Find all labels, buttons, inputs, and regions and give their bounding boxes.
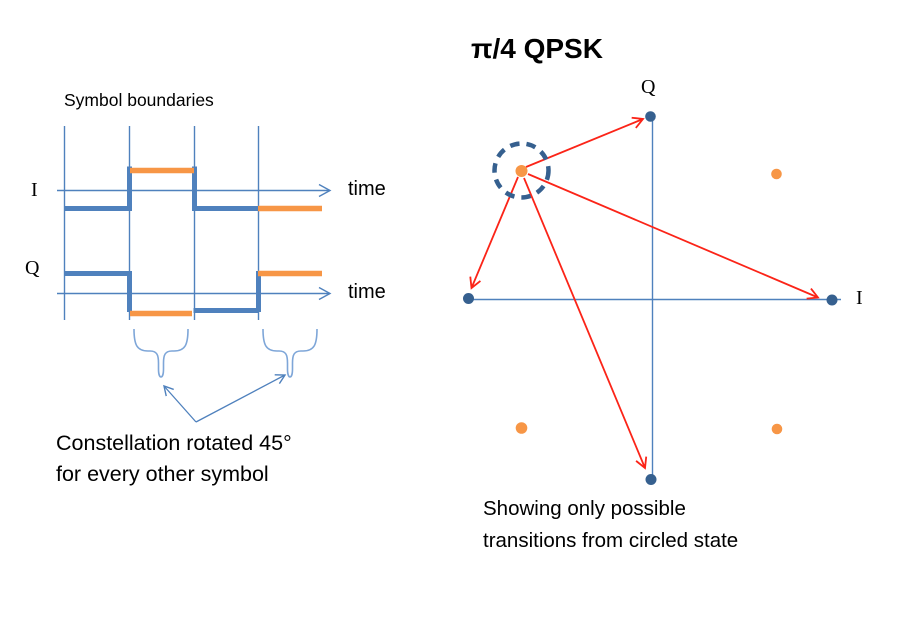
rotation-caption-line1: Constellation rotated 45° — [56, 431, 292, 455]
i-channel-label: I — [31, 179, 38, 201]
caption-arrow-right — [195, 374, 287, 423]
symbol-boundaries-heading: Symbol boundaries — [64, 90, 214, 110]
blue-point-bottom — [645, 474, 657, 485]
time-label-i: time — [348, 178, 386, 200]
time-label-q: time — [348, 281, 386, 303]
transitions-caption-line2: transitions from circled state — [483, 528, 739, 552]
i-waveform-blue — [64, 166, 259, 211]
orange-point-bottom-right — [771, 423, 783, 435]
caption-arrow-left — [163, 384, 197, 423]
orange-point-top-left — [515, 165, 528, 177]
constellation-diagram — [463, 111, 841, 485]
constellation-i-axis-label: I — [856, 287, 863, 309]
rotated-symbol-brace-right — [262, 328, 318, 378]
blue-point-right — [826, 294, 838, 306]
orange-point-bottom-left — [515, 422, 528, 434]
constellation-q-axis-label: Q — [641, 76, 656, 98]
timing-diagram — [57, 126, 332, 423]
blue-point-top — [645, 111, 656, 122]
q-channel-label: Q — [25, 257, 40, 279]
page-title: π/4 QPSK — [471, 33, 603, 64]
orange-point-top-right — [771, 168, 782, 180]
transitions-caption-line1: Showing only possible — [483, 497, 686, 520]
blue-point-left — [463, 293, 474, 304]
rotation-caption-line2: for every other symbol — [56, 462, 269, 486]
q-waveform-blue — [64, 271, 261, 313]
transition-arrow-to-bottom — [523, 177, 648, 470]
circled-state-marker — [492, 141, 551, 200]
transitions-caption: Showing only possible transitions from c… — [483, 493, 738, 556]
rotated-symbol-brace-left — [133, 328, 189, 378]
rotation-caption: Constellation rotated 45° for every othe… — [56, 428, 292, 490]
transition-arrow-to-right — [527, 173, 820, 300]
transition-arrow-to-top — [525, 116, 645, 168]
